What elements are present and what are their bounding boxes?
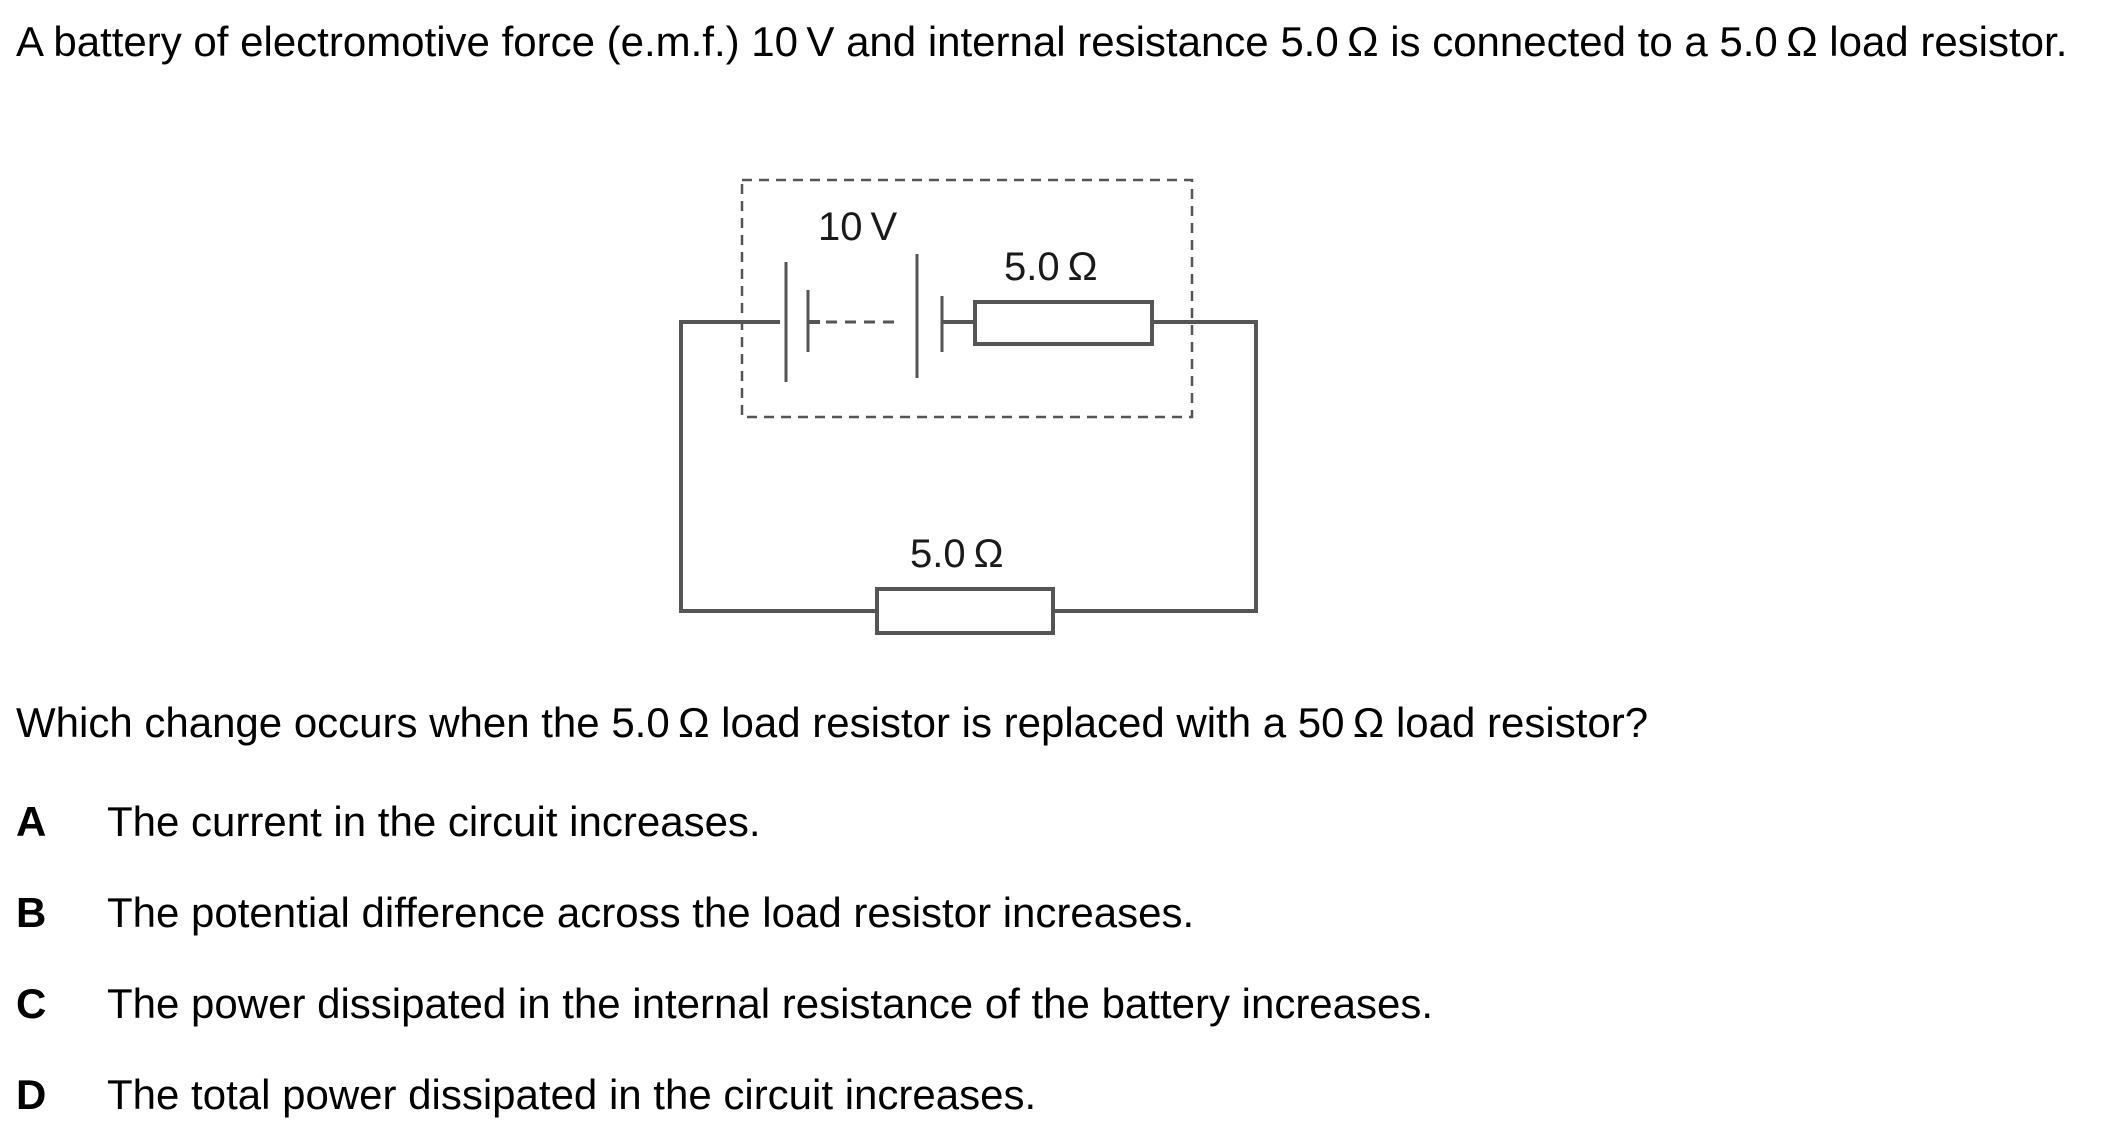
question-prompt: Which change occurs when the 5.0 Ω load … bbox=[16, 699, 1649, 746]
wire-left bbox=[679, 320, 877, 613]
load-resistance-label: 5.0 Ω bbox=[910, 532, 1004, 576]
internal-resistance-label: 5.0 Ω bbox=[1004, 245, 1098, 289]
option-text: The power dissipated in the internal res… bbox=[107, 980, 1434, 1027]
option-letter: B bbox=[16, 889, 47, 936]
circuit-diagram: 10 V 5.0 Ω 5.0 Ω bbox=[679, 178, 1258, 635]
internal-resistor bbox=[973, 300, 1154, 346]
option-text: The current in the circuit increases. bbox=[107, 798, 761, 845]
battery-enclosure bbox=[740, 178, 1194, 419]
option-letter: C bbox=[16, 980, 47, 1027]
load-resistor bbox=[875, 587, 1055, 635]
option-letter: A bbox=[16, 798, 47, 845]
option-text: The total power dissipated in the circui… bbox=[107, 1071, 1037, 1118]
option-letter: D bbox=[16, 1071, 47, 1118]
question-stem: A battery of electromotive force (e.m.f.… bbox=[16, 18, 2068, 65]
emf-label: 10 V bbox=[818, 205, 898, 249]
option-text: The potential difference across the load… bbox=[107, 889, 1195, 936]
wire-right bbox=[1053, 320, 1258, 613]
